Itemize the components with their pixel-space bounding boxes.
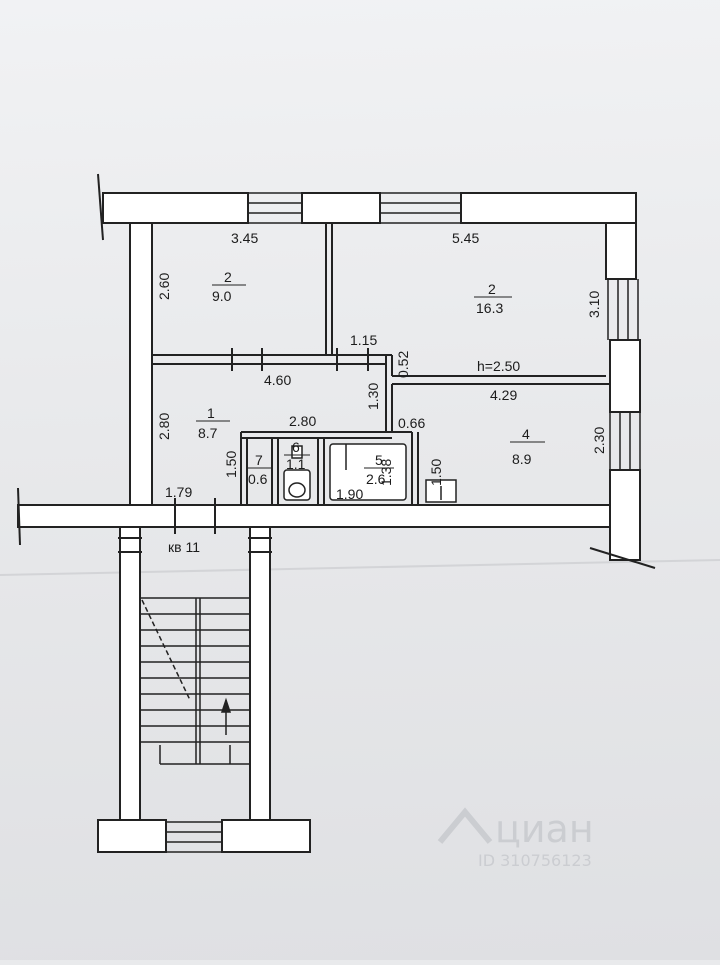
dim-2-80-horizontal: 2.80 [289,413,316,429]
bathtub-icon [329,443,407,501]
dim-2-30: 2.30 [591,427,607,454]
window-top-right [380,192,461,224]
dim-5-45: 5.45 [452,230,479,246]
room-5: 5 2.6 [364,452,394,487]
room-labels: 2 9.0 2 16.3 1 8.7 4 8.9 5 2.6 6 1.1 [196,269,545,487]
svg-text:4: 4 [522,426,530,442]
watermark-brand: циан [495,807,594,851]
dim-1-90: 1.90 [336,486,363,502]
window-right-lower [609,412,641,470]
svg-text:9.0: 9.0 [212,288,232,304]
room-2-small: 2 9.0 [212,269,246,304]
dim-4-29: 4.29 [490,387,517,403]
dim-3-10: 3.10 [586,291,602,318]
stairwell [97,526,311,853]
room-4: 4 8.9 [510,426,545,467]
interior-walls [152,223,610,505]
dim-4-60: 4.60 [264,372,291,388]
watermark: циан ID 310756123 [437,807,594,870]
svg-text:6: 6 [292,439,300,455]
paper-fold [0,559,720,576]
svg-text:7: 7 [255,452,263,468]
dim-3-45: 3.45 [231,230,258,246]
svg-text:1.1: 1.1 [286,456,306,472]
fixtures [283,443,457,503]
dim-1-38: 1.38 [378,459,394,486]
svg-text:1: 1 [207,405,215,421]
wall-extensions [17,173,656,569]
dim-0-66: 0.66 [398,415,425,431]
ceiling-height: h=2.50 [477,358,520,374]
room-1: 1 8.7 [196,405,230,441]
room-7: 7 0.6 [248,452,271,487]
cian-logo-icon [437,807,493,844]
svg-text:0.6: 0.6 [248,471,268,487]
room-2-large: 2 16.3 [474,281,512,316]
dimension-labels: 3.45 5.45 2.60 3.10 1.15 0.52 4.60 1.30 … [156,230,607,555]
watermark-id: ID 310756123 [478,851,592,870]
dim-1-79: 1.79 [165,484,192,500]
svg-text:2.6: 2.6 [366,471,386,487]
exterior-walls [17,192,641,561]
dim-0-52: 0.52 [395,351,411,378]
windows [248,192,641,470]
dim-1-50-right: 1.50 [428,459,444,486]
door-marks [174,348,369,534]
svg-text:2: 2 [224,269,232,285]
dim-1-50-left: 1.50 [223,451,239,478]
svg-text:8.9: 8.9 [512,451,532,467]
toilet-icon [283,445,311,501]
dim-1-30: 1.30 [365,383,381,410]
room-6: 6 1.1 [284,439,310,472]
stair-doors [118,537,272,553]
stair-window [166,821,222,853]
stair-direction-arrow-icon [141,599,232,735]
svg-text:2: 2 [488,281,496,297]
dim-2-80-vertical: 2.80 [156,413,172,440]
window-top-left [248,192,302,224]
dim-1-15: 1.15 [350,332,377,348]
sink-icon [425,479,457,503]
svg-text:8.7: 8.7 [198,425,218,441]
svg-text:16.3: 16.3 [476,300,503,316]
stair-steps [140,597,250,765]
svg-text:5: 5 [375,452,383,468]
dim-2-60: 2.60 [156,273,172,300]
apartment-label: кв 11 [168,539,200,555]
window-right-upper [607,279,639,340]
